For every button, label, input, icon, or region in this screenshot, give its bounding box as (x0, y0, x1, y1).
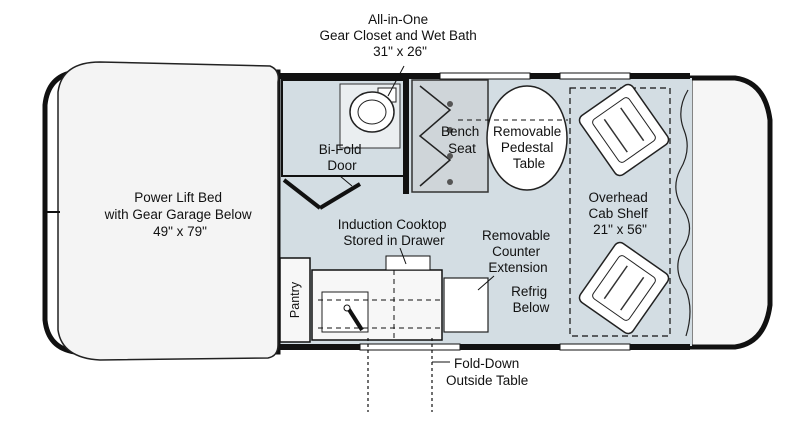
bifold-door-icon (282, 175, 404, 210)
table-label-line-1: Removable (493, 124, 561, 139)
window-top-1 (439, 72, 531, 80)
closet-leader (387, 65, 405, 97)
bench-label-line-1: Bench (441, 124, 479, 139)
cab-shelf-label-line-2: Cab Shelf (588, 206, 648, 221)
window-bottom-2 (559, 343, 631, 351)
table-label: Removable Pedestal Table (493, 124, 565, 171)
cab-divider (675, 89, 691, 337)
cab-area (687, 75, 773, 350)
outside-table-label-line-2: Outside Table (446, 373, 528, 388)
cab-shelf-label-line-3: 21" x 56" (593, 222, 647, 237)
outside-table-label: Fold-Down Outside Table (446, 356, 528, 388)
closet-label-line-2: Gear Closet and Wet Bath (319, 28, 476, 43)
pedestal-table (486, 85, 568, 191)
bench-label: Bench Seat (441, 124, 483, 156)
galley-counter (279, 255, 489, 343)
bed-label-line-2: with Gear Garage Below (104, 207, 252, 222)
window-top-2 (559, 72, 631, 80)
bifold-label-line-2: Door (327, 158, 357, 173)
counter-label-line-1: Removable (482, 228, 550, 243)
counter-leader (477, 275, 495, 291)
bifold-leader (339, 175, 353, 187)
closet-label-line-3: 31" x 26" (373, 44, 427, 59)
cab-shelf-label: Overhead Cab Shelf 21" x 56" (588, 190, 651, 237)
bed-label-line-3: 49" x 79" (153, 224, 207, 239)
bifold-label-line-1: Bi-Fold (319, 142, 362, 157)
bench-label-line-2: Seat (448, 141, 476, 156)
closet-label-line-1: All-in-One (368, 12, 428, 27)
closet-label: All-in-One Gear Closet and Wet Bath 31" … (319, 12, 480, 59)
counter-label-line-2: Counter (492, 244, 541, 259)
cooktop-leader (399, 247, 407, 265)
outside-table-label-line-1: Fold-Down (454, 356, 519, 371)
driver-seat (578, 83, 670, 177)
cooktop-label-line-1: Induction Cooktop (338, 217, 447, 232)
bed-label: Power Lift Bed with Gear Garage Below 49… (104, 190, 256, 239)
toilet-icon (349, 87, 397, 133)
bed-mattress (57, 61, 280, 361)
table-label-line-2: Pedestal (501, 140, 554, 155)
bench-seat (411, 79, 489, 193)
table-label-line-3: Table (513, 156, 545, 171)
passenger-seat (578, 241, 670, 335)
counter-label-line-3: Extension (488, 260, 547, 275)
window-bottom-1 (359, 343, 461, 351)
cooktop-label: Induction Cooktop Stored in Drawer (338, 217, 451, 248)
refrig-label-line-2: Below (513, 300, 550, 315)
refrig-label-line-1: Refrig (511, 284, 547, 299)
cab-shelf-label-line-1: Overhead (588, 190, 647, 205)
bed-label-line-1: Power Lift Bed (134, 190, 222, 205)
pantry-label: Pantry (288, 281, 302, 318)
cooktop-label-line-2: Stored in Drawer (343, 233, 445, 248)
bifold-label: Bi-Fold Door (319, 142, 366, 173)
counter-label: Removable Counter Extension (482, 228, 554, 275)
refrig-label: Refrig Below (511, 284, 551, 315)
